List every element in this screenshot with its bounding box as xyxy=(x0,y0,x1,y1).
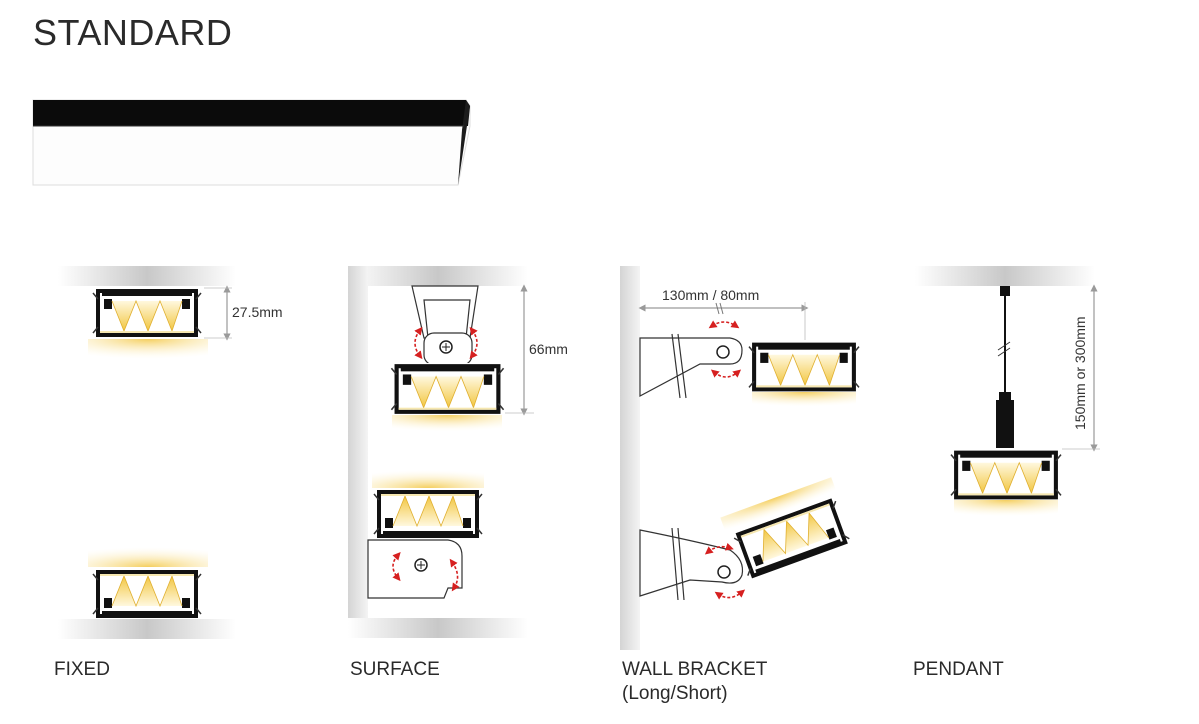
page-title: STANDARD xyxy=(33,12,233,53)
fixed-mount-diagram xyxy=(58,266,236,639)
standard-profile-illustration xyxy=(32,99,471,186)
wall-bracket-label: WALL BRACKET xyxy=(622,659,768,680)
wall-bracket-caption: WALL BRACKET (Long/Short) xyxy=(622,658,767,706)
wall-bracket-dimension-label: 130mm / 80mm xyxy=(662,287,759,303)
wall-bracket-sublabel: (Long/Short) xyxy=(622,683,728,704)
fixed-caption: FIXED xyxy=(54,659,110,680)
surface-dimension-label: 66mm xyxy=(529,341,568,357)
surface-mount-diagram xyxy=(348,266,534,638)
pendant-caption: PENDANT xyxy=(913,659,1004,680)
pendant-mount-diagram xyxy=(915,266,1100,518)
wall-bracket-diagram xyxy=(620,266,859,650)
pendant-dimension-label: 150mm or 300mm xyxy=(1072,316,1088,430)
surface-caption: SURFACE xyxy=(350,659,440,680)
fixed-dimension-label: 27.5mm xyxy=(232,304,283,320)
